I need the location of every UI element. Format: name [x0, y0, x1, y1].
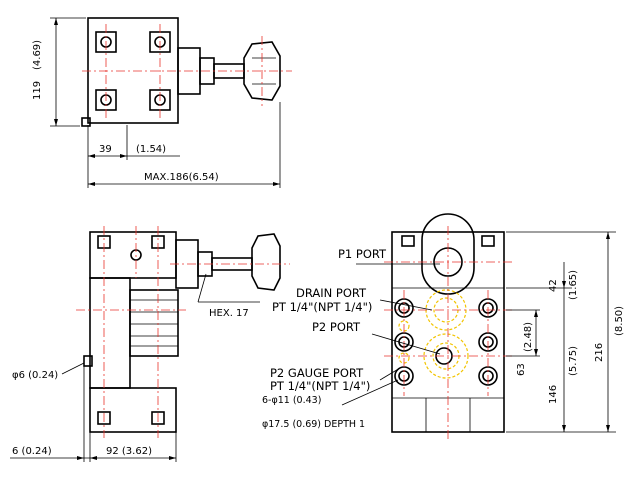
mounting-holes-label: 6-φ11 (0.43) [262, 395, 321, 406]
side-view-spring-housing [129, 289, 179, 357]
p2-port-outline [423, 333, 469, 379]
top-dim-height: 119 [32, 81, 43, 100]
dim-63: 63 [516, 363, 527, 376]
dim-575-inch: (5.75) [568, 346, 579, 376]
dim-850-inch: (8.50) [614, 306, 625, 336]
p2-port-label: P2 PORT [312, 320, 361, 334]
drain-port-thread: PT 1/4"(NPT 1/4") [272, 300, 372, 314]
side-pin-diameter: φ6 (0.24) [12, 370, 58, 381]
side-view-upper-body [89, 231, 177, 279]
side-view-pin [83, 355, 93, 367]
top-dim-width: 39 [99, 144, 112, 155]
top-view-knob [243, 41, 281, 101]
side-view-mid-body [89, 277, 131, 389]
dim-216: 216 [594, 343, 605, 362]
side-hex-label: HEX. 17 [209, 308, 249, 319]
dim-42: 42 [548, 279, 559, 292]
top-view [50, 17, 292, 188]
p2-gauge-port-label: P2 GAUGE PORT [270, 366, 364, 380]
front-view-top-boss [421, 213, 475, 295]
p1-port-label: P1 PORT [338, 247, 387, 261]
gauge-port-thread: PT 1/4"(NPT 1/4") [270, 379, 370, 393]
side-view-knob [251, 233, 281, 291]
top-dim-max: MAX.186(6.54) [144, 172, 219, 183]
side-dim-offset: 6 (0.24) [12, 446, 52, 457]
top-dim-height-inch: (4.69) [32, 40, 43, 70]
dim-146: 146 [548, 385, 559, 404]
counterbore-label: φ17.5 (0.69) DEPTH 1 [262, 419, 365, 430]
front-view-mounting-holes [394, 298, 498, 386]
dim-248-inch: (2.48) [523, 322, 534, 352]
side-view-lower-body [89, 387, 177, 433]
top-view-body [87, 17, 179, 124]
side-view [10, 226, 290, 462]
top-dim-width-inch: (1.54) [136, 144, 166, 155]
side-dim-width: 92 (3.62) [106, 446, 152, 457]
top-view-pin [81, 117, 91, 127]
drain-port-label: DRAIN PORT [296, 286, 367, 300]
front-view [341, 213, 616, 440]
dim-42-inch: (1.65) [568, 270, 579, 300]
